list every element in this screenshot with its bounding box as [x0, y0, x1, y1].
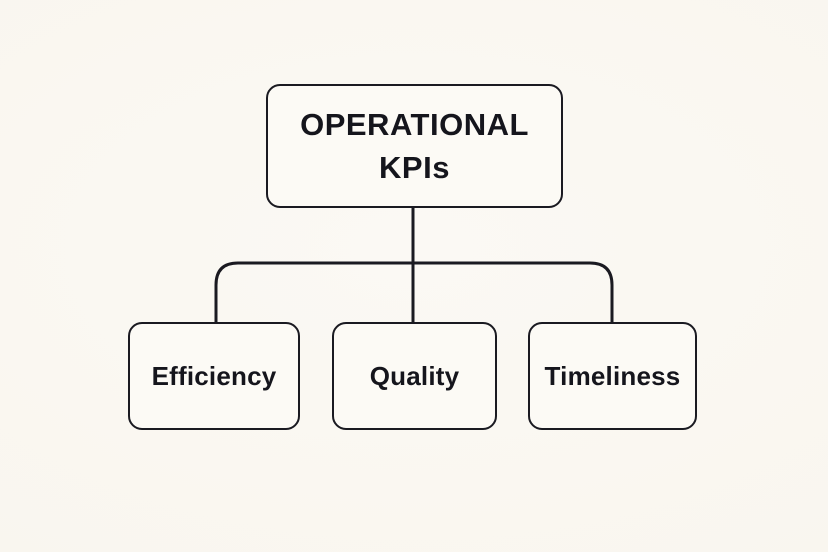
node-operational-kpis-label: OPERATIONAL KPIs [300, 107, 529, 185]
node-quality-label: Quality [369, 360, 460, 391]
node-timeliness: Timeliness [528, 322, 697, 430]
node-timeliness-label: Timeliness [544, 360, 681, 391]
node-efficiency: Efficiency [128, 322, 300, 430]
node-operational-kpis: OPERATIONAL KPIs [266, 84, 563, 208]
node-efficiency-label: Efficiency [151, 360, 277, 391]
connector-branch-bracket [214, 261, 614, 322]
node-quality: Quality [332, 322, 497, 430]
